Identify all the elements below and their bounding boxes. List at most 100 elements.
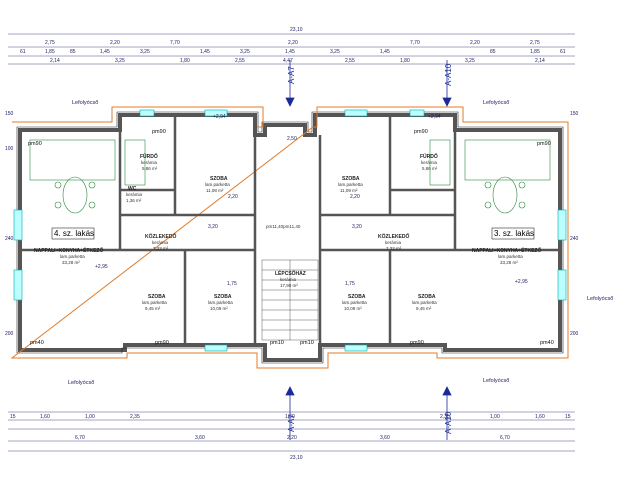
dim-top-r3-2: 3,25 (115, 58, 125, 64)
pm90-label-5: pm90 (155, 340, 169, 346)
interior-walls (20, 115, 560, 345)
staircase (261, 259, 319, 341)
elev-top-left: +2,94 (213, 114, 226, 120)
room-area-bath-left: 5,86 m² (142, 166, 158, 171)
dim-bot-r1-4: 2,35 (130, 414, 140, 420)
room-name-bed3-right: SZOBA (418, 294, 436, 300)
room-area-bed3-right: 9,45 m² (416, 306, 432, 311)
dim-bot-r1-7: 1,00 (490, 414, 500, 420)
pm90-label-4: pm90 (537, 141, 551, 147)
room-name-living-left: NAPPALI+KONYHA+ÉTKEZŐ (34, 246, 103, 254)
room-area-living-left: 33,28 m² (62, 260, 80, 265)
dim-bot-r2-4: 3,60 (380, 435, 390, 441)
dim-top-7: 2,75 (530, 40, 540, 46)
dim-top-r2-1: 61 (20, 49, 26, 55)
dim-200-right: 200 (570, 331, 579, 337)
dim-1-75-right: 1,75 (345, 281, 355, 287)
dim-bot-r1-1: 15 (10, 414, 16, 420)
room-name-bed2-right: SZOBA (348, 294, 366, 300)
room-area-bath-right: 5,86 m² (422, 166, 438, 171)
dim-bot-r2-5: 6,70 (500, 435, 510, 441)
dim-2-20-right: 2,20 (350, 194, 360, 200)
room-name-wc-left: WC (128, 186, 137, 192)
dim-240-right: 240 (570, 236, 579, 242)
bottom-dimension-lines (8, 411, 575, 452)
elev-top-right: +2,94 (428, 114, 441, 120)
room-floor-bath-left: kerámia (141, 160, 158, 165)
pm10-label-2: pm10 (300, 340, 314, 346)
insulation-outline (10, 106, 569, 369)
downpipe-note-top-left: Lefolyócső (72, 100, 98, 106)
dim-top-r3-6: 2,55 (345, 58, 355, 64)
dim-overall-bottom: 23,10 (290, 455, 303, 461)
dim-150-left: 150 (5, 111, 14, 117)
windows (13, 109, 567, 352)
room-area-living-right: 33,28 m² (500, 260, 518, 265)
pm40-label-2: pm40 (540, 340, 554, 346)
dim-top-r2-3: 85 (70, 49, 76, 55)
section-label-top-left: A-A7 (287, 66, 296, 84)
pm90-label-2: pm90 (152, 129, 166, 135)
room-name-bed1-right: SZOBA (342, 176, 360, 182)
dim-top-1: 2,75 (45, 40, 55, 46)
room-floor-hall-left: kerámia (152, 240, 169, 245)
dim-2-50: 2,50 (287, 136, 297, 142)
room-name-bed3-left: SZOBA (214, 294, 232, 300)
room-name-bath-left: FÜRDŐ (140, 153, 158, 160)
room-name-bed2-left: SZOBA (148, 294, 166, 300)
flat-label-left: 4. sz. lakás (54, 229, 94, 238)
dim-top-r3-8: 3,25 (465, 58, 475, 64)
dim-bot-r1-3: 1,00 (85, 414, 95, 420)
room-floor-stairwell: kerámia (280, 277, 297, 282)
dim-200-left: 200 (5, 331, 14, 337)
dim-top-3: 7,70 (170, 40, 180, 46)
dim-bot-r1-6: 2,35 (440, 414, 450, 420)
room-floor-bed2-right: lam.parketta (342, 300, 367, 305)
room-floor-living-right: lam.parketta (498, 254, 523, 259)
furniture-right (429, 139, 551, 214)
dim-top-r2-2: 1,85 (45, 49, 55, 55)
dim-240-left: 240 (5, 236, 14, 242)
dim-3-20-left: 3,20 (208, 224, 218, 230)
section-label-bottom-left: A-A7 (287, 414, 296, 432)
dim-top-r2-9: 3,25 (330, 49, 340, 55)
room-floor-living-left: lam.parketta (60, 254, 85, 259)
dim-2-20-left: 2,20 (228, 194, 238, 200)
top-dimension-lines (8, 33, 575, 65)
room-name-hall-left: KÖZLEKEDŐ (145, 233, 177, 240)
pm10-label-1: pm10 (270, 340, 284, 346)
room-floor-bath-right: kerámia (421, 160, 438, 165)
room-name-stairwell: LÉPCSŐHÁZ (275, 269, 306, 277)
dim-overall-top: 23,10 (290, 27, 303, 33)
room-floor-bed1-left: lam.parketta (205, 182, 230, 187)
dim-top-r3-1: 2,14 (50, 58, 60, 64)
dim-top-r2-6: 1,45 (200, 49, 210, 55)
dim-top-r2-7: 3,25 (240, 49, 250, 55)
room-area-hall-left: 7,33 m² (153, 246, 169, 251)
dim-top-r3-5: 4,47 (283, 58, 293, 64)
pm90-label-6: pm90 (410, 340, 424, 346)
stair-note: pm11,40pm11,40 (266, 224, 301, 229)
room-floor-bed1-right: lam.parketta (338, 182, 363, 187)
dim-bot-r1-8: 1,60 (535, 414, 545, 420)
section-label-top-right: A-A10 (444, 63, 453, 86)
dim-bot-r1-5: 1,80 (285, 414, 295, 420)
room-area-bed1-right: 11,09 m² (340, 188, 358, 193)
room-floor-wc-left: kerámia (126, 192, 143, 197)
dim-bot-r1-2: 1,60 (40, 414, 50, 420)
dim-top-r2-4: 1,45 (100, 49, 110, 55)
dim-top-r2-11: 85 (490, 49, 496, 55)
dim-top-6: 2,20 (470, 40, 480, 46)
dim-top-r2-8: 1,45 (285, 49, 295, 55)
dim-3-20-right: 3,20 (352, 224, 362, 230)
room-name-living-right: NAPPALI+KONYHA+ÉTKEZŐ (472, 246, 541, 254)
dim-100-left: 100 (5, 146, 14, 152)
dim-top-r3-3: 1,80 (180, 58, 190, 64)
dim-top-4: 2,20 (288, 40, 298, 46)
dim-bot-r2-1: 6,70 (75, 435, 85, 441)
room-area-stairwell: 17,90 m² (280, 283, 298, 288)
room-area-bed1-left: 11,08 m² (206, 188, 224, 193)
